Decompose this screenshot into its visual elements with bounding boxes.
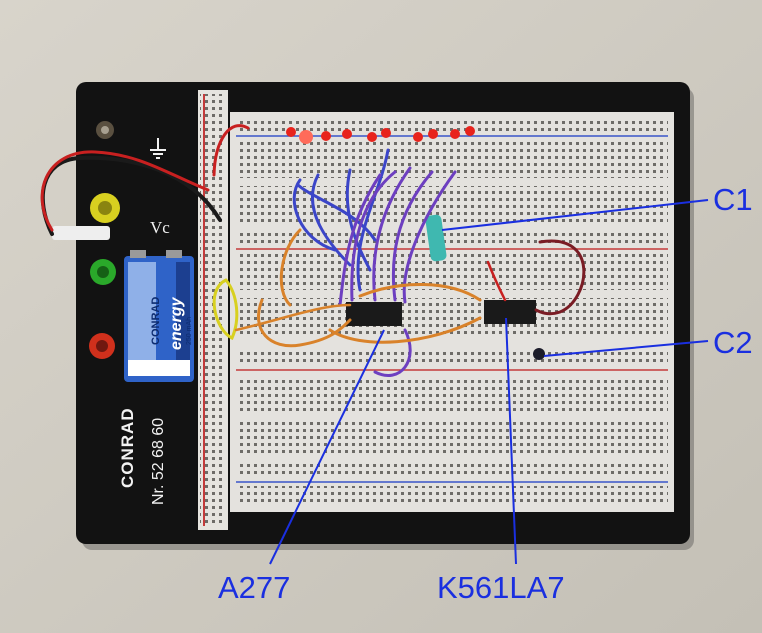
vc-label: Vc [150,218,170,237]
battery-clip-connector [52,226,110,240]
board-part-number: Nr. 52 68 60 [150,417,167,505]
label-c1: C1 [713,182,753,217]
capacitor-c2 [533,348,545,360]
led-row [286,126,475,144]
vertical-rail-red-line [203,94,205,526]
terminal-yellow [90,193,120,223]
ground-symbol-icon [150,138,166,159]
terminal-green [90,259,116,285]
callout-line-c2 [543,340,709,357]
label-a277: A277 [218,570,291,605]
battery-model: energy [168,297,185,350]
label-c2: C2 [713,325,753,360]
callout-line-a277 [269,329,385,565]
battery [124,250,194,382]
callout-line-c1 [441,199,709,231]
ic-a277 [346,302,402,326]
battery-brand: CONRAD [150,296,162,345]
capacitor-c1 [425,214,447,262]
ground-terminal [96,121,114,139]
ic-k561la7 [484,300,536,324]
board-brand-logo: CONRAD [118,407,137,488]
terminal-red [89,333,115,359]
callout-line-k561 [505,317,517,565]
jumper-wires [40,124,586,377]
battery-rating: 250 mAh [186,316,193,345]
callout-lines [269,199,709,565]
label-k561la7: K561LA7 [437,570,565,605]
